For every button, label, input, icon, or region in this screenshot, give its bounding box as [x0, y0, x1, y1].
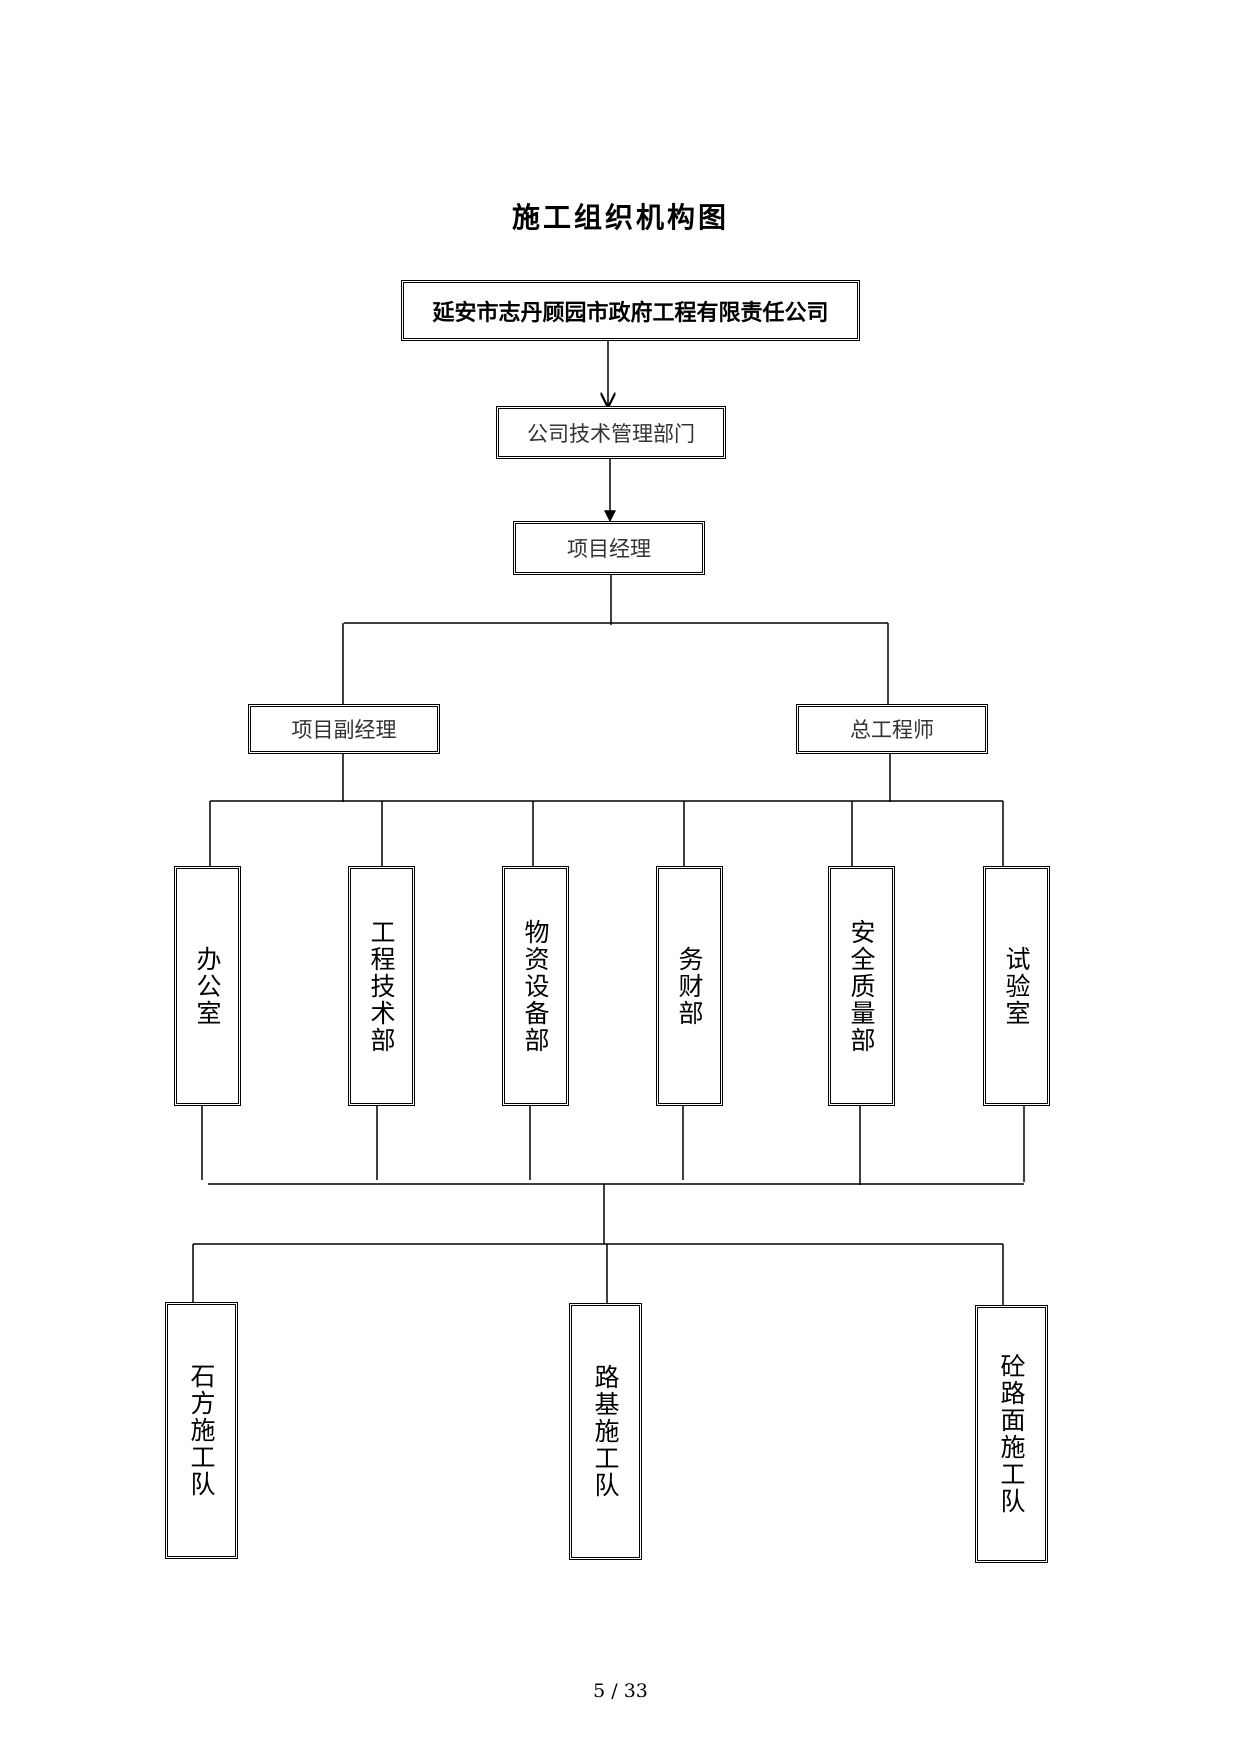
- team-earthwork: 石方施工队: [165, 1302, 238, 1559]
- chart-title: 施工组织机构图: [511, 201, 729, 234]
- dept-finance-label: 务财部: [675, 945, 704, 1027]
- dept-office: 办公室: [174, 866, 241, 1106]
- node-company: 延安市志丹顾园市政府工程有限责任公司: [401, 280, 860, 341]
- page-indicator: 5 / 33: [593, 1680, 648, 1702]
- dept-safety-quality: 安全质量部: [828, 866, 895, 1106]
- dept-materials: 物资设备部: [502, 866, 569, 1106]
- team-roadbed: 路基施工队: [569, 1303, 642, 1560]
- team-earthwork-label: 石方施工队: [187, 1363, 216, 1498]
- dept-lab: 试验室: [983, 866, 1050, 1106]
- node-project-manager: 项目经理: [513, 521, 705, 575]
- node-chief-engineer: 总工程师: [796, 704, 988, 754]
- node-deputy-manager: 项目副经理: [248, 704, 440, 754]
- team-roadbed-label: 路基施工队: [591, 1364, 620, 1499]
- dept-materials-label: 物资设备部: [521, 918, 550, 1054]
- team-pavement: 砼路面施工队: [975, 1305, 1048, 1563]
- dept-safety-quality-label: 安全质量部: [847, 918, 876, 1054]
- team-pavement-label: 砼路面施工队: [997, 1353, 1026, 1515]
- dept-lab-label: 试验室: [1002, 945, 1031, 1027]
- dept-office-label: 办公室: [193, 945, 222, 1027]
- dept-engineering-label: 工程技术部: [367, 918, 396, 1054]
- node-tech-dept: 公司技术管理部门: [496, 406, 726, 459]
- dept-finance: 务财部: [656, 866, 723, 1106]
- dept-engineering: 工程技术部: [348, 866, 415, 1106]
